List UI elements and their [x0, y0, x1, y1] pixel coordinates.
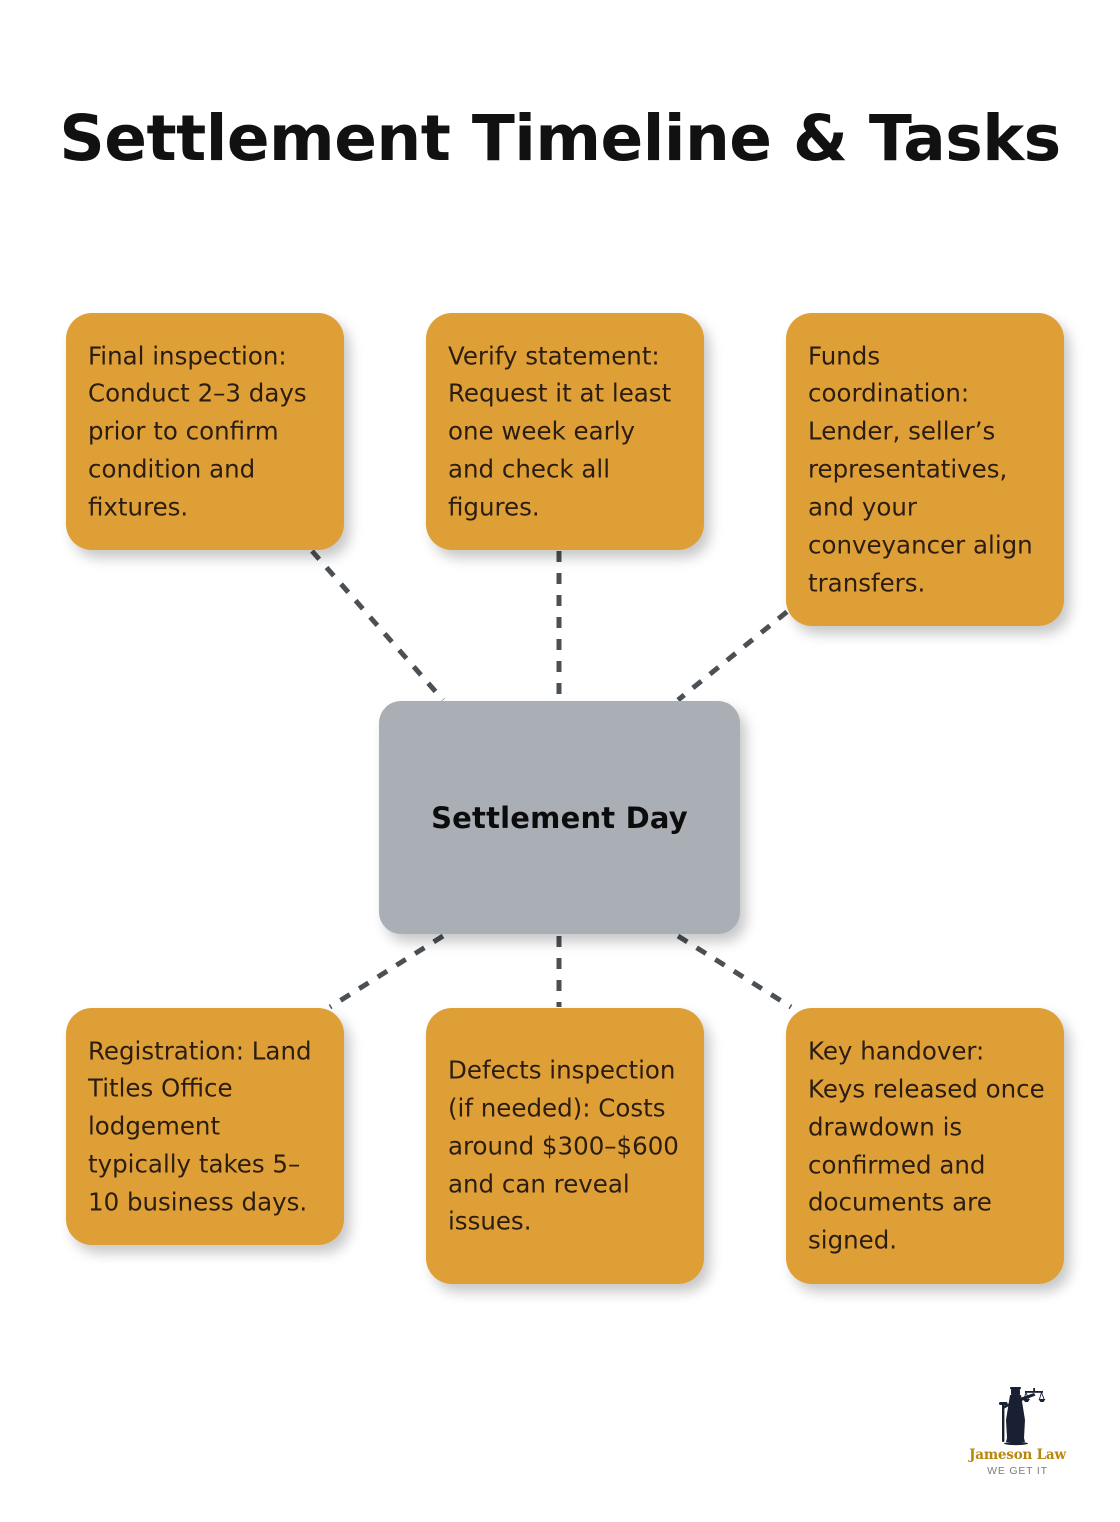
- node-final-inspection-text: Final inspection: Conduct 2–3 days prior…: [88, 340, 307, 522]
- node-key-handover[interactable]: Key handover: Keys released once drawdow…: [786, 1008, 1064, 1284]
- connector-funds-coordination-to-center: [676, 596, 806, 702]
- node-verify-statement-text: Verify statement: Request it at least on…: [448, 340, 672, 522]
- node-registration-text: Registration: Land Titles Office lodgeme…: [88, 1035, 312, 1217]
- node-final-inspection[interactable]: Final inspection: Conduct 2–3 days prior…: [66, 313, 344, 550]
- node-funds-coordination[interactable]: Funds coordination: Lender, seller’s rep…: [786, 313, 1064, 626]
- node-settlement-day-hub[interactable]: Settlement Day: [379, 701, 740, 934]
- connector-final-inspection-to-center: [310, 549, 445, 702]
- connector-center-to-registration: [328, 933, 445, 1010]
- brand-logo: Jameson Law WE GET IT: [965, 1386, 1070, 1486]
- node-settlement-day-label: Settlement Day: [431, 800, 688, 835]
- logo-name: Jameson Law: [969, 1447, 1066, 1463]
- node-key-handover-text: Key handover: Keys released once drawdow…: [808, 1036, 1045, 1255]
- node-verify-statement[interactable]: Verify statement: Request it at least on…: [426, 313, 704, 550]
- node-defects-inspection-text: Defects inspection (if needed): Costs ar…: [448, 1055, 679, 1236]
- page-title: Settlement Timeline & Tasks: [59, 102, 1061, 175]
- lady-justice-scales-icon: [998, 1387, 1045, 1446]
- node-registration[interactable]: Registration: Land Titles Office lodgeme…: [66, 1008, 344, 1245]
- node-funds-coordination-text: Funds coordination: Lender, seller’s rep…: [808, 341, 1033, 598]
- node-defects-inspection[interactable]: Defects inspection (if needed): Costs ar…: [426, 1008, 704, 1284]
- logo-tagline: WE GET IT: [987, 1464, 1048, 1477]
- connector-center-to-key-handover: [676, 933, 793, 1010]
